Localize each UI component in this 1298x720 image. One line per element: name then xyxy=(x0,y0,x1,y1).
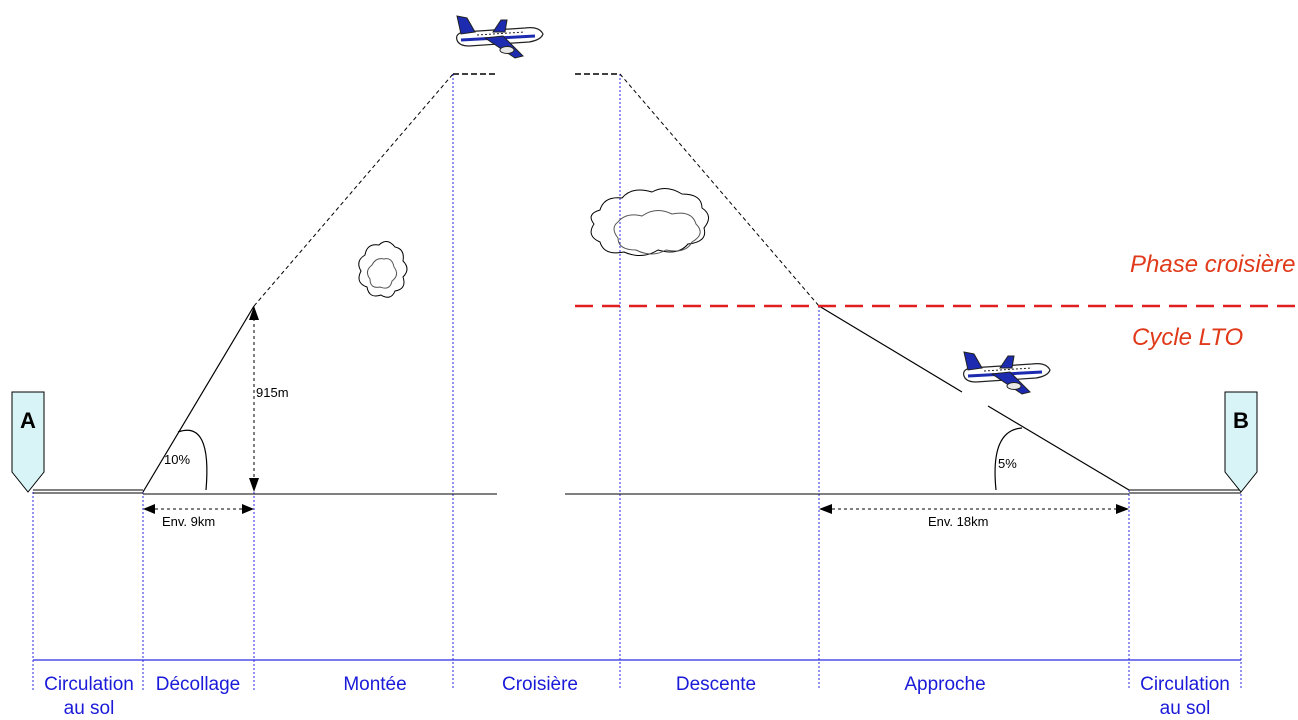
phase-taxi-start-line2: au sol xyxy=(64,698,115,719)
airplane-icon xyxy=(455,14,545,60)
cloud-icon xyxy=(358,241,408,298)
flight-path xyxy=(142,73,1130,493)
cruise-phase-label: Phase croisière xyxy=(1130,251,1295,278)
approach-arrow-head-right xyxy=(1116,504,1129,514)
phase-taxi-start: Circulation xyxy=(44,674,134,695)
takeoff-distance-label: Env. 9km xyxy=(162,514,215,529)
approach-angle-arc xyxy=(994,427,1023,491)
cloud-icon xyxy=(590,188,709,256)
approach-angle-label: 5% xyxy=(998,456,1017,471)
takeoff-arrow-head-left xyxy=(143,504,155,514)
phase-cruise: Croisière xyxy=(502,674,578,695)
takeoff-angle-arc xyxy=(177,429,208,491)
phase-guides xyxy=(32,74,1242,690)
phase-approach: Approche xyxy=(904,674,985,695)
marker-b: B xyxy=(1224,391,1258,493)
phase-takeoff: Décollage xyxy=(156,674,241,695)
phase-descent: Descente xyxy=(676,674,756,695)
height-arrow-head-down xyxy=(249,478,259,492)
marker-b-label: B xyxy=(1233,408,1249,433)
phase-climb: Montée xyxy=(343,674,406,695)
height-arrow-head-up xyxy=(249,306,259,320)
takeoff-angle-label: 10% xyxy=(164,452,190,467)
airplane-icon xyxy=(962,350,1052,396)
height-label: 915m xyxy=(256,385,289,400)
takeoff-arrow-head-right xyxy=(242,504,254,514)
marker-a-label: A xyxy=(20,408,36,433)
lto-cycle-label: Cycle LTO xyxy=(1132,324,1243,351)
approach-arrow-head-left xyxy=(819,504,832,514)
phase-taxi-end-line2: au sol xyxy=(1160,698,1211,719)
ground-lines xyxy=(33,489,1241,495)
approach-distance-label: Env. 18km xyxy=(928,514,988,529)
phase-taxi-end: Circulation xyxy=(1140,674,1230,695)
marker-a: A xyxy=(11,391,45,493)
